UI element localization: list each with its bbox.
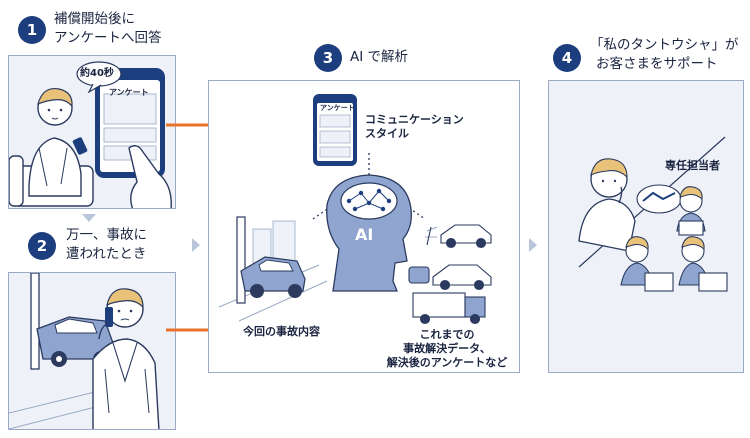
survey-illustration xyxy=(9,61,172,208)
survey-time-bubble: 約40秒 xyxy=(80,68,114,79)
step-4-title: 「私のタントウシャ」が お客さまをサポート xyxy=(590,36,739,74)
history-data-label: これまでの 事故解決データ、 解決後のアンケートなど xyxy=(379,328,515,370)
step-1-badge: 1 xyxy=(18,16,46,44)
ai-analysis-illustration xyxy=(218,94,492,325)
survey-phone-title: アンケート xyxy=(109,88,149,97)
communication-style-line-1: コミュニケーション xyxy=(365,113,464,126)
step-2-badge: 2 xyxy=(28,232,56,260)
step-4-badge: 4 xyxy=(553,44,581,72)
panel-ai-analysis: アンケート コミュニケーション スタイル AI 今回の事故内容 これまでの 事故… xyxy=(208,80,520,373)
step-4-line-1: 「私のタントウシャ」が xyxy=(590,37,739,53)
step-1-line-1: 補償開始後に xyxy=(54,11,135,27)
step-3-badge: 3 xyxy=(314,44,342,72)
dedicated-agent-label: 専任担当者 xyxy=(665,159,720,172)
step-2-title: 万一、事故に 遭われたとき xyxy=(66,226,147,264)
history-data-line-3: 解決後のアンケートなど xyxy=(386,356,508,369)
step-3-title: AI で解析 xyxy=(350,48,408,67)
support-illustration xyxy=(578,136,728,292)
panel-survey: 約40秒 アンケート xyxy=(8,55,176,209)
ai-phone-title: アンケート xyxy=(320,104,355,112)
accident-illustration xyxy=(9,273,160,429)
panel-accident xyxy=(8,272,176,430)
step-4-line-2: お客さまをサポート xyxy=(596,56,718,72)
step-1-title: 補償開始後に アンケートへ回答 xyxy=(54,10,161,48)
panel-support: 専任担当者 xyxy=(548,80,744,373)
communication-style-line-2: スタイル xyxy=(365,127,409,140)
history-data-line-1: これまでの xyxy=(419,328,475,341)
chevron-right-icon xyxy=(529,238,537,252)
history-data-line-2: 事故解決データ、 xyxy=(403,342,491,355)
step-3-line-1: AI で解析 xyxy=(350,49,409,65)
step-1-line-2: アンケートへ回答 xyxy=(54,30,162,46)
chevron-down-icon xyxy=(82,214,96,222)
communication-style-label: コミュニケーション スタイル xyxy=(365,113,464,141)
step-2-line-1: 万一、事故に xyxy=(66,227,147,243)
ai-brain-label: AI xyxy=(355,225,374,244)
chevron-right-icon xyxy=(192,238,200,252)
incident-details-label: 今回の事故内容 xyxy=(243,325,320,338)
step-2-line-2: 遭われたとき xyxy=(66,246,147,262)
